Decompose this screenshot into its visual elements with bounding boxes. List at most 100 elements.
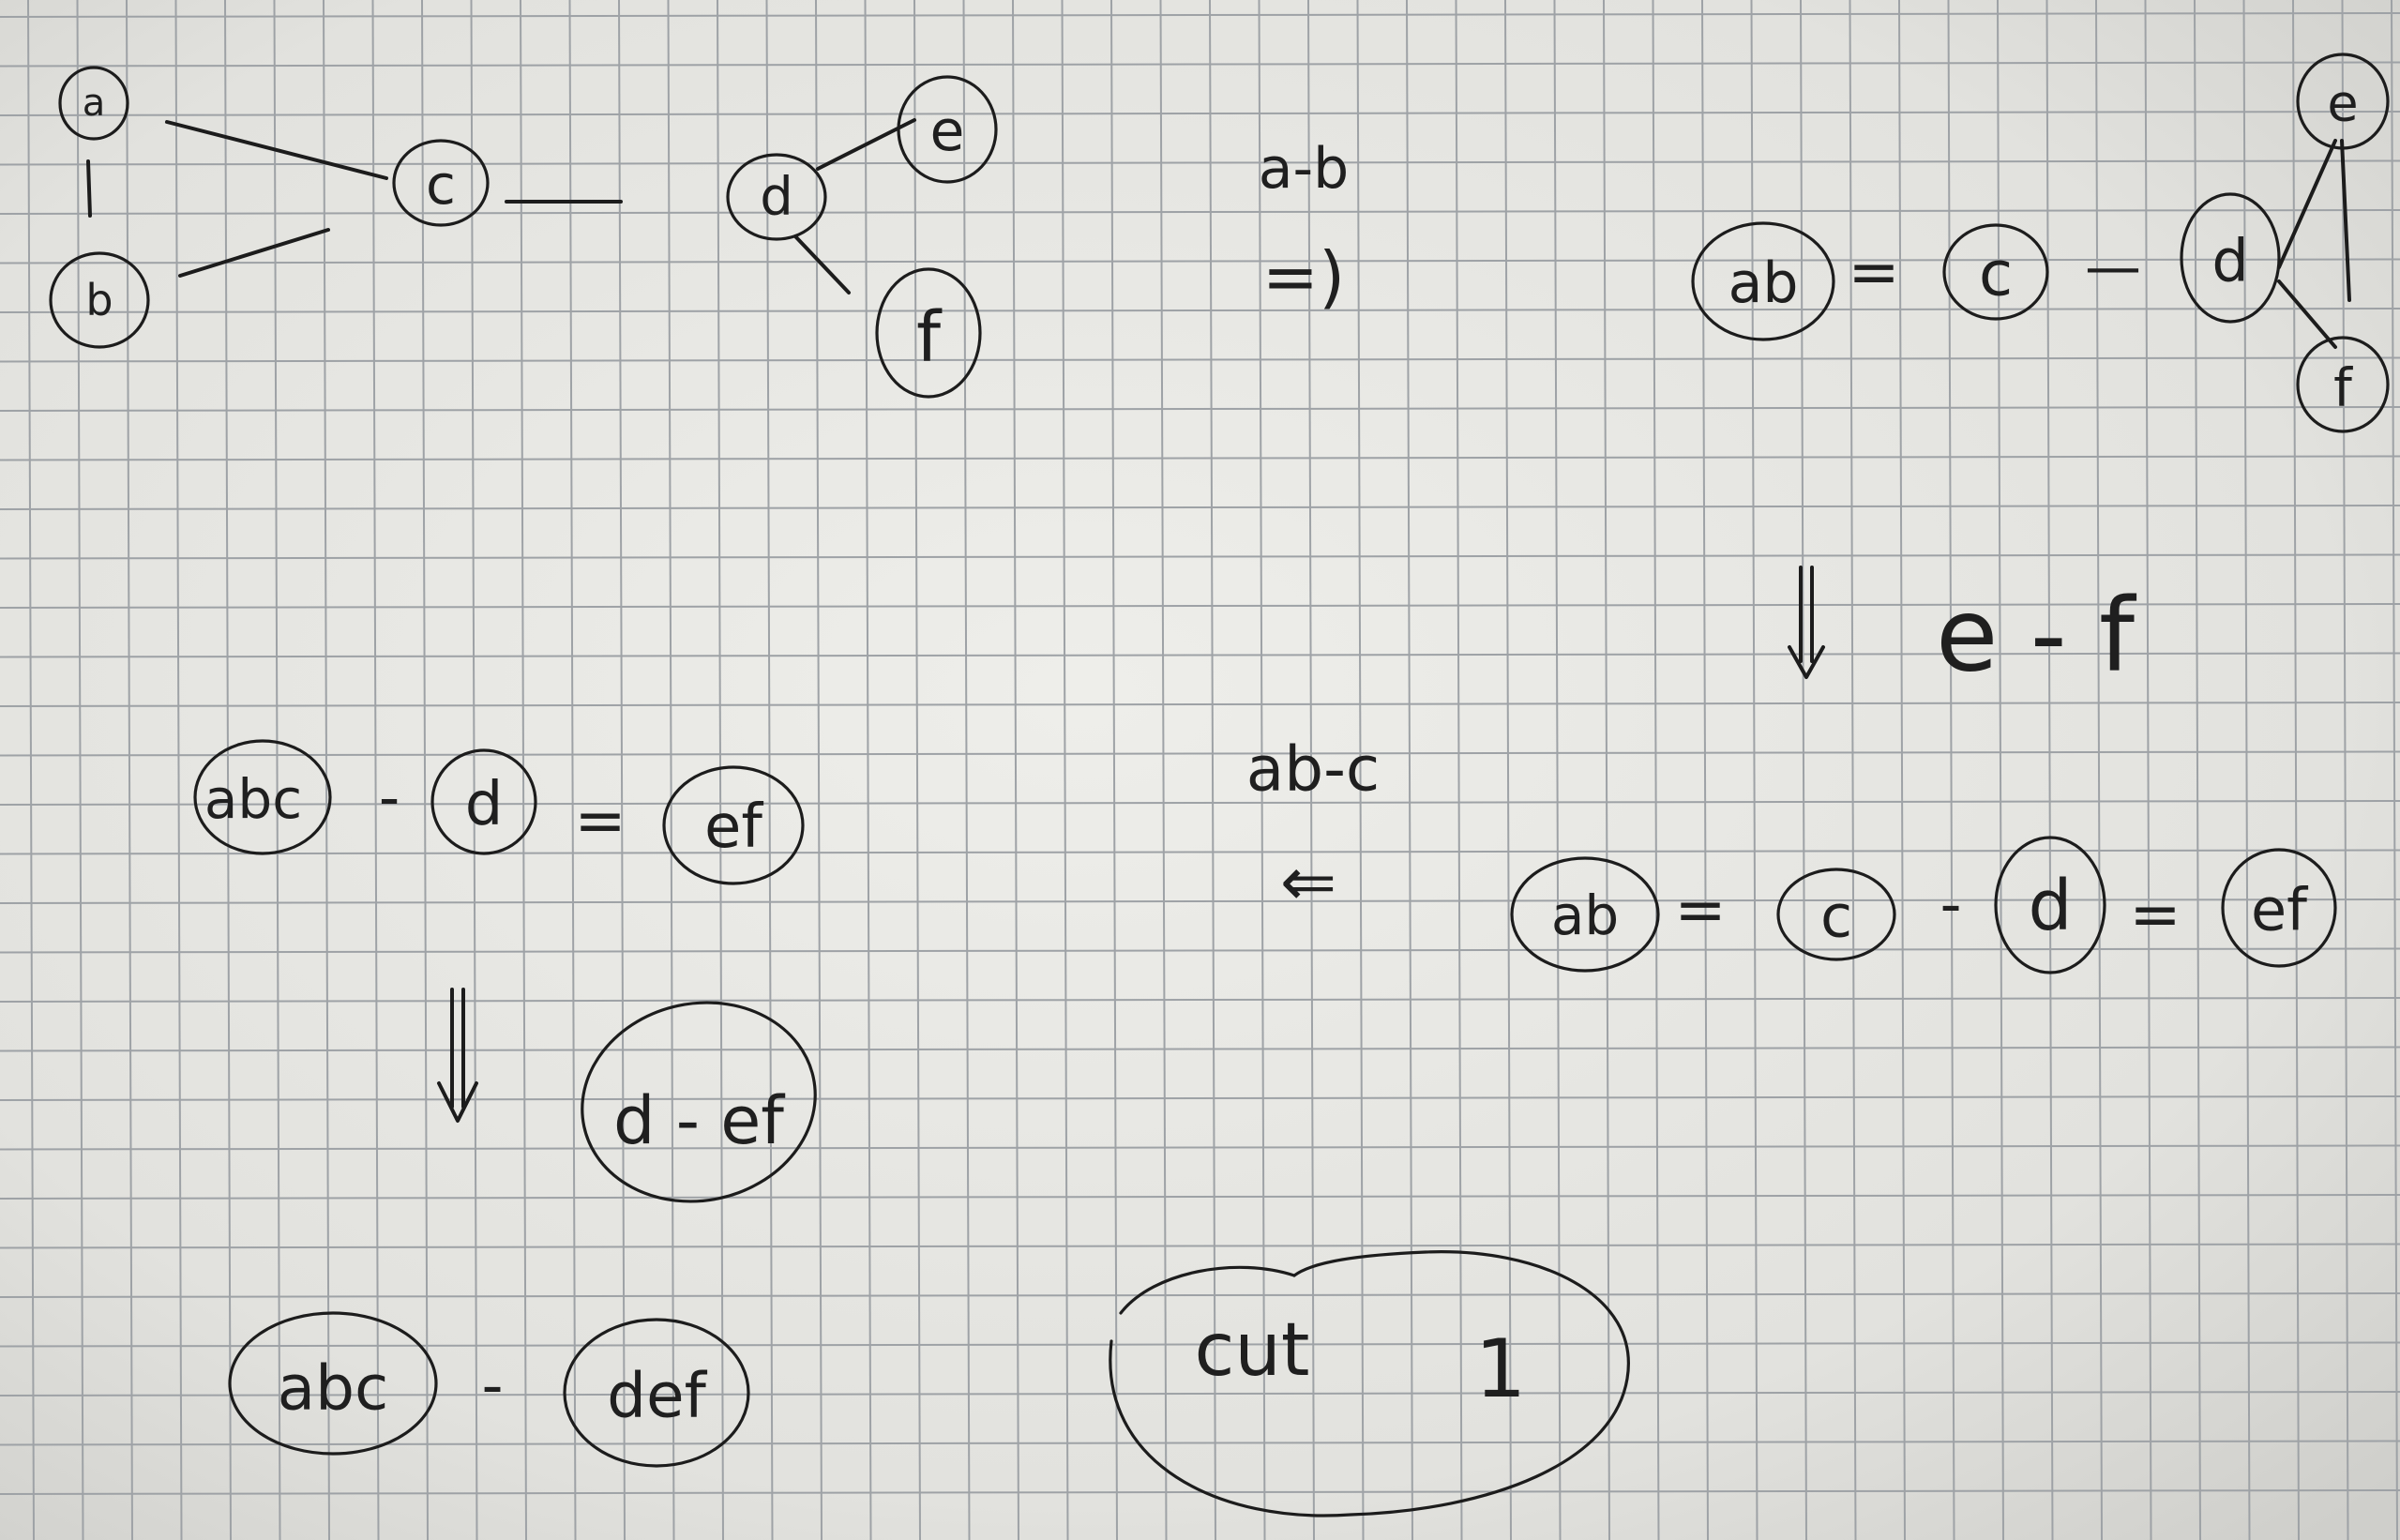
grid-line-horizontal (0, 209, 2400, 215)
grid-line-horizontal (0, 849, 2400, 855)
grid-line-horizontal (0, 800, 2400, 806)
node-def: def (563, 1318, 750, 1468)
node-d: d (430, 748, 537, 855)
grid-line-horizontal (0, 455, 2400, 461)
grid-line-vertical (1504, 0, 1512, 1540)
node-abc: abc (228, 1311, 438, 1456)
cut-outline-tail (1119, 1265, 1296, 1315)
grid-line-horizontal (0, 1391, 2400, 1397)
grid-line-vertical (1258, 0, 1266, 1540)
step-1-arrow: =) (1262, 237, 1345, 316)
grid-line-vertical (1553, 0, 1562, 1540)
grid-line-horizontal (0, 947, 2400, 954)
graph-top-left: a b c d e f (49, 66, 998, 399)
node-b-label: b (85, 275, 113, 325)
node-e-label: e (2327, 74, 2358, 133)
grid-line-horizontal (0, 1292, 2400, 1298)
grid-line-vertical (962, 0, 971, 1540)
grid-line-horizontal (0, 308, 2400, 313)
node-ef: ef (2221, 848, 2337, 968)
edge-e-f-right (2340, 139, 2351, 302)
graph-mid-left: abc - d = ef (193, 739, 805, 885)
node-d-label: d (2211, 227, 2248, 295)
grid-line-horizontal (0, 997, 2400, 1003)
grid-line-vertical (2194, 0, 2201, 1540)
node-d: d (2180, 192, 2281, 324)
node-d-label: d (760, 167, 793, 228)
grid-line-vertical (1159, 0, 1168, 1540)
edge-d-f-right (2277, 279, 2337, 349)
edge-ab-c-double: = (1848, 236, 1899, 309)
node-c: c (1942, 223, 2049, 321)
grid-line-vertical (1898, 0, 1906, 1540)
node-ab: ab (1691, 221, 1835, 341)
node-abc: abc (193, 739, 332, 855)
grid-line-vertical (1110, 0, 1118, 1540)
step-4-down-arrow (437, 988, 478, 1123)
node-abc-label: abc (278, 1352, 389, 1425)
grid-line-vertical (1701, 0, 1709, 1540)
grid-line-vertical (667, 0, 675, 1540)
edge-b-c (178, 228, 330, 278)
node-e-label: e (930, 98, 965, 164)
cut-result: cut 1 (1109, 1250, 1630, 1517)
grid-line-vertical (2292, 0, 2300, 1540)
grid-line-horizontal (0, 1194, 2400, 1200)
grid-line-horizontal (0, 1440, 2400, 1446)
node-f: f (875, 267, 982, 399)
grid-line-vertical (1603, 0, 1610, 1540)
node-abc-label: abc (204, 767, 302, 831)
node-d: d (726, 153, 827, 241)
grid-line-vertical (273, 0, 281, 1540)
step-3-label: ab-c (1246, 733, 1380, 806)
node-ab: ab (1510, 856, 1660, 973)
node-e: e (897, 75, 998, 184)
node-c-label: c (1820, 883, 1852, 951)
step-4-contract-d-ef: d - ef (437, 988, 817, 1203)
grid-line-horizontal (0, 652, 2400, 658)
grid-line-vertical (2045, 0, 2054, 1540)
grid-line-horizontal (0, 258, 2400, 264)
edge-d-ef-double: = (574, 785, 626, 857)
node-d-label: d (465, 770, 504, 839)
grid-line-vertical (1012, 0, 1019, 1540)
graph-bottom: abc - def (228, 1311, 750, 1468)
grid-line-vertical (1455, 0, 1463, 1540)
node-d-ef-outline (581, 1001, 817, 1203)
grid-line-vertical (1997, 0, 2004, 1540)
node-e: e (2296, 53, 2390, 150)
step-2-contract-e-f: e - f (1788, 566, 2137, 695)
grid-line-vertical (371, 0, 380, 1540)
grid-line-horizontal (0, 1144, 2400, 1151)
node-ef-label: ef (704, 793, 763, 862)
edge-d-f (793, 234, 851, 294)
node-f-label: f (2333, 358, 2353, 419)
edge-c-d-single: - (1940, 870, 1961, 940)
grid-line-vertical (470, 0, 478, 1540)
grid-line-horizontal (0, 1489, 2400, 1495)
node-c: c (1776, 868, 1896, 961)
grid-line-horizontal (0, 702, 2400, 707)
node-a: a (58, 66, 129, 141)
node-f: f (2296, 336, 2390, 433)
node-b: b (49, 251, 150, 349)
grid-line-horizontal (0, 12, 2400, 18)
graph-mid-right: ab = c - d = ef (1510, 836, 2337, 974)
step-2-down-arrow (1788, 566, 1825, 679)
node-ab-label: ab (1728, 250, 1799, 316)
node-ef: ef (662, 765, 805, 885)
node-ef-label: ef (2251, 876, 2309, 944)
node-c-label: c (1979, 238, 2013, 310)
grid-line-vertical (1061, 0, 1069, 1540)
grid-line-horizontal (0, 603, 2400, 609)
grid-line-horizontal (0, 61, 2400, 68)
grid-line-vertical (765, 0, 774, 1540)
grid-line-vertical (174, 0, 183, 1540)
grid-line-horizontal (0, 505, 2400, 510)
grid-line-vertical (618, 0, 626, 1540)
grid-line-vertical (1849, 0, 1857, 1540)
grid-line-vertical (913, 0, 921, 1540)
cut-label: cut (1195, 1308, 1310, 1393)
